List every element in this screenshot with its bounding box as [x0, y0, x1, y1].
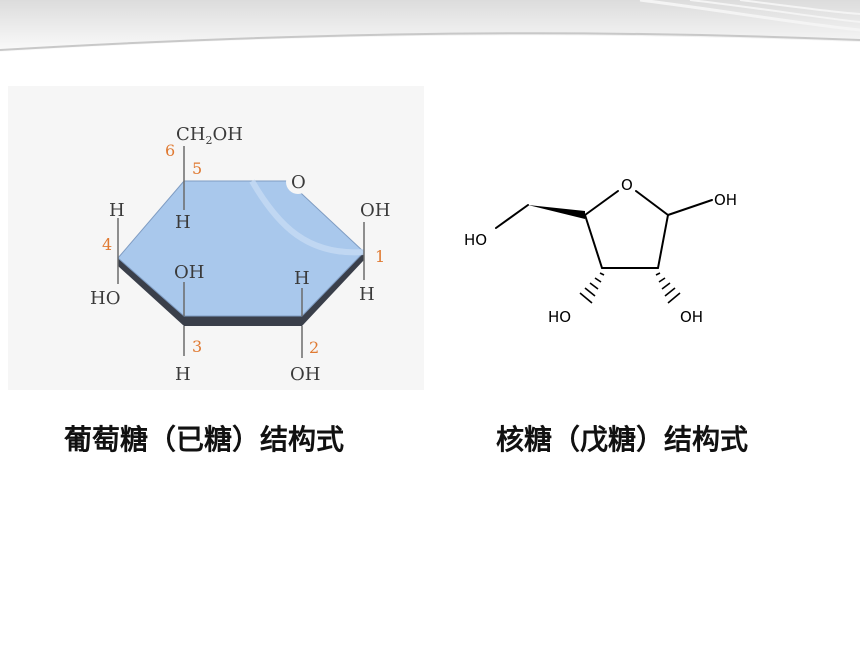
c2-hydrogen-label: H [294, 268, 310, 289]
ribose-oh-bottom-right-label: OH [680, 308, 703, 326]
c1-hydroxyl-label: OH [360, 200, 390, 221]
header-swoosh [0, 0, 860, 80]
c4-hydrogen-label: H [109, 200, 125, 221]
carbon-number-6: 6 [165, 141, 175, 160]
carbon-number-4: 4 [102, 235, 112, 254]
c1-hydrogen-label: H [359, 284, 375, 305]
ring-oxygen-label: O [291, 172, 306, 193]
ribose-ring-oxygen-label: O [621, 176, 633, 194]
ribose-hash-bonds [579, 272, 681, 304]
glucose-structure: CH2OH O OH H H OH OH H H HO H 1 2 3 4 5 … [8, 86, 424, 390]
ribose-ho-bottom-left-label: HO [548, 308, 571, 326]
ribose-ring-bonds [495, 190, 713, 269]
ribose-oh-right-label: OH [714, 191, 737, 209]
c2-hydroxyl-label: OH [290, 364, 320, 385]
ribose-wedge-bond [528, 205, 585, 219]
ring-oxygen-gap [286, 170, 310, 194]
c4-hydroxyl-label: HO [90, 288, 120, 309]
carbon-number-2: 2 [309, 338, 319, 357]
c5-hydrogen-label: H [175, 212, 191, 233]
glucose-caption: 葡萄糖（已糖）结构式 [64, 423, 345, 456]
carbon-number-1: 1 [375, 247, 385, 266]
carbon-number-5: 5 [192, 159, 202, 178]
ribose-ho-left-label: HO [464, 231, 487, 249]
ribose-structure: O OH HO HO OH [464, 176, 737, 326]
carbon-number-3: 3 [192, 337, 202, 356]
ribose-caption: 核糖（戊糖）结构式 [496, 423, 749, 456]
ch2oh-label: CH2OH [176, 124, 243, 147]
c3-hydroxyl-label: OH [174, 262, 204, 283]
substituent-bonds [117, 146, 365, 358]
c3-hydrogen-label: H [175, 364, 191, 385]
